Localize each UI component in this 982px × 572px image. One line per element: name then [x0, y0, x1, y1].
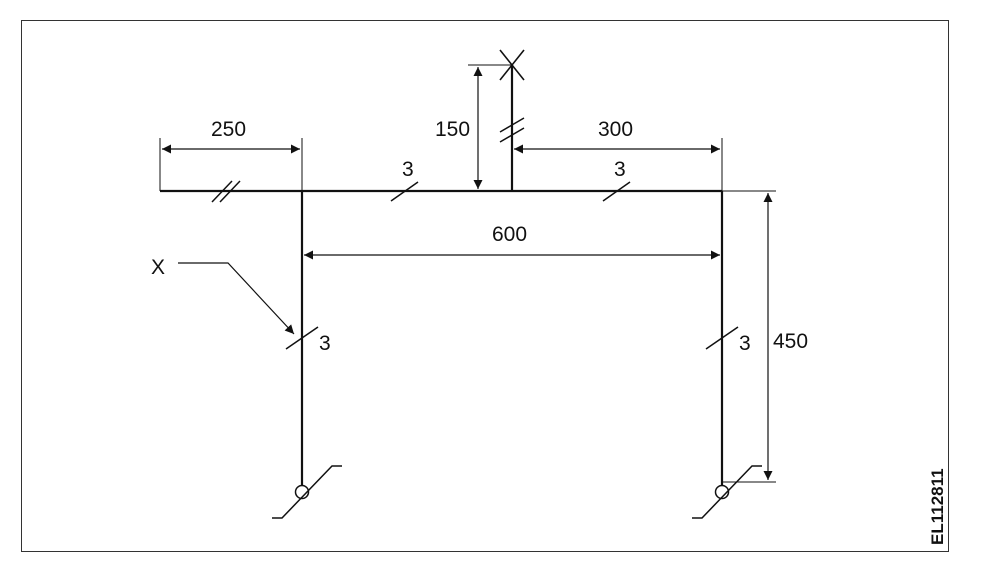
tick-mark-right-drop — [705, 326, 739, 350]
dim-left-span-label: 250 — [211, 118, 246, 141]
wire-count-left-drop: 3 — [319, 332, 331, 355]
callout-label: X — [151, 256, 165, 279]
tick-mark-left-drop — [285, 326, 319, 350]
wire-count-top-mid: 3 — [402, 158, 414, 181]
drawing-code: EL112811 — [928, 468, 947, 545]
dim-right-span-label: 300 — [598, 118, 633, 141]
tick-mark-top-right — [602, 181, 631, 202]
callout-leader — [178, 262, 295, 335]
dim-column-height-label: 450 — [773, 330, 808, 353]
dim-main-span-label: 600 — [492, 223, 527, 246]
tick-mark-riser-double — [499, 117, 525, 143]
tick-mark-top-mid — [390, 181, 419, 202]
dim-riser-height-label: 150 — [435, 118, 470, 141]
lamp-left-icon — [272, 465, 342, 519]
tick-mark-left-double — [211, 180, 241, 203]
wire-count-top-right: 3 — [614, 158, 626, 181]
drawing-frame — [21, 20, 949, 552]
wire-count-right-drop: 3 — [739, 332, 751, 355]
lamp-right-icon — [692, 465, 762, 519]
